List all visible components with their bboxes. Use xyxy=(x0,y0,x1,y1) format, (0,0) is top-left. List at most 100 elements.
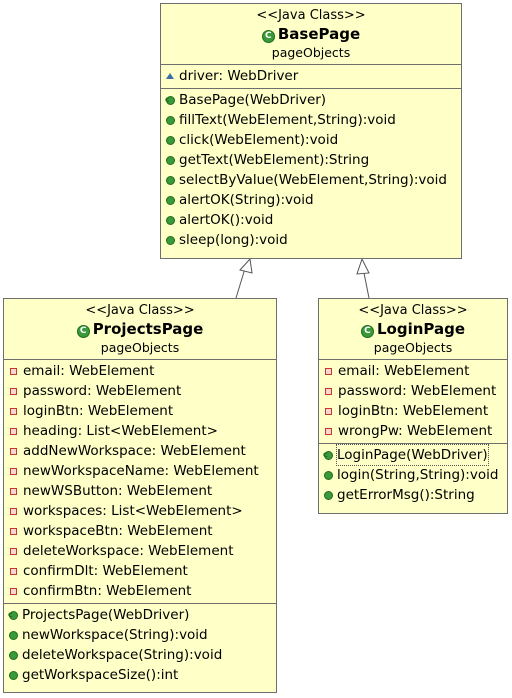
field-row[interactable]: loginBtn: WebElement xyxy=(319,401,507,421)
private-field-icon xyxy=(10,407,17,415)
public-method-icon xyxy=(9,630,18,640)
method-row[interactable]: getText(WebElement):String xyxy=(161,150,461,170)
method-row[interactable]: deleteWorkspace(String):void xyxy=(4,645,276,665)
method-row[interactable]: fillText(WebElement,String):void xyxy=(161,110,461,130)
private-field-icon xyxy=(10,387,17,395)
field-row[interactable]: workspaces: List<WebElement> xyxy=(4,501,276,521)
class-name-text: ProjectsPage xyxy=(92,320,204,338)
package-field-icon xyxy=(166,73,174,79)
method-text: deleteWorkspace(String):void xyxy=(22,647,223,663)
constructor-row[interactable]: LoginPage(WebDriver) xyxy=(319,444,507,466)
java-class-icon: C xyxy=(76,325,90,338)
field-text: confirmDlt: WebElement xyxy=(23,563,188,579)
field-row[interactable]: deleteWorkspace: WebElement xyxy=(4,541,276,561)
package-label: pageObjects xyxy=(100,340,180,355)
field-row[interactable]: newWorkspaceName: WebElement xyxy=(4,461,276,481)
method-row[interactable]: click(WebElement):void xyxy=(161,130,461,150)
method-row[interactable]: login(String,String):void xyxy=(319,465,507,485)
public-method-icon xyxy=(9,650,18,660)
constructor-icon xyxy=(8,605,18,625)
constructor-row[interactable]: ProjectsPage(WebDriver) xyxy=(4,605,276,625)
field-row[interactable]: password: WebElement xyxy=(319,381,507,401)
package-label: pageObjects xyxy=(373,340,453,355)
field-row[interactable]: email: WebElement xyxy=(4,361,276,381)
field-text: addNewWorkspace: WebElement xyxy=(23,443,246,459)
field-text: wrongPw: WebElement xyxy=(338,423,493,439)
public-method-icon xyxy=(9,670,18,680)
field-text: heading: List<WebElement> xyxy=(23,423,218,439)
field-text: newWorkspaceName: WebElement xyxy=(23,463,259,479)
fields-section: email: WebElement password: WebElement log… xyxy=(4,360,276,603)
field-row[interactable]: addNewWorkspace: WebElement xyxy=(4,441,276,461)
field-row[interactable]: workspaceBtn: WebElement xyxy=(4,521,276,541)
methods-section: BasePage(WebDriver) fillText(WebElement,S… xyxy=(161,88,461,252)
method-row[interactable]: getErrorMsg():String xyxy=(319,485,507,505)
stereotype-label: <<Java Class>> xyxy=(358,303,468,318)
public-method-icon xyxy=(166,155,175,165)
methods-section: ProjectsPage(WebDriver) newWorkspace(Stri… xyxy=(4,603,276,687)
field-text: email: WebElement xyxy=(338,363,470,379)
constructor-row[interactable]: BasePage(WebDriver) xyxy=(161,90,461,110)
method-row[interactable]: getWorkspaceSize():int xyxy=(4,665,276,685)
method-text: fillText(WebElement,String):void xyxy=(179,112,396,128)
field-text: driver: WebDriver xyxy=(179,68,299,84)
projects-extends-arrowhead xyxy=(239,257,253,274)
public-method-icon xyxy=(166,215,175,225)
field-row[interactable]: confirmDlt: WebElement xyxy=(4,561,276,581)
public-method-icon xyxy=(166,175,175,185)
method-row[interactable]: alertOK():void xyxy=(161,210,461,230)
field-row[interactable]: loginBtn: WebElement xyxy=(4,401,276,421)
fields-section: email: WebElement password: WebElement log… xyxy=(319,360,507,443)
private-field-icon xyxy=(10,547,17,555)
fields-section: driver: WebDriver xyxy=(161,65,461,88)
stereotype-label: <<Java Class>> xyxy=(256,8,366,23)
field-row[interactable]: wrongPw: WebElement xyxy=(319,421,507,441)
method-text: getErrorMsg():String xyxy=(337,487,475,503)
method-text: login(String,String):void xyxy=(337,467,499,483)
public-method-icon xyxy=(324,490,333,500)
method-row[interactable]: newWorkspace(String):void xyxy=(4,625,276,645)
field-text: email: WebElement xyxy=(23,363,155,379)
field-text: password: WebElement xyxy=(23,383,182,399)
field-text: newWSButton: WebElement xyxy=(23,483,213,499)
field-text: deleteWorkspace: WebElement xyxy=(23,543,234,559)
java-class-icon: C xyxy=(360,325,374,338)
public-method-icon xyxy=(166,195,175,205)
private-field-icon xyxy=(325,407,332,415)
private-field-icon xyxy=(10,527,17,535)
private-field-icon xyxy=(10,507,17,515)
constructor-icon xyxy=(165,90,175,110)
public-method-icon xyxy=(166,115,175,125)
package-label: pageObjects xyxy=(271,45,351,60)
private-field-icon xyxy=(10,467,17,475)
method-row[interactable]: alertOK(String):void xyxy=(161,190,461,210)
field-row[interactable]: newWSButton: WebElement xyxy=(4,481,276,501)
private-field-icon xyxy=(10,427,17,435)
method-text: alertOK():void xyxy=(179,212,274,228)
field-row[interactable]: driver: WebDriver xyxy=(161,66,461,86)
private-field-icon xyxy=(325,387,332,395)
method-text: newWorkspace(String):void xyxy=(22,627,208,643)
field-text: workspaces: List<WebElement> xyxy=(23,503,243,519)
public-method-icon xyxy=(324,470,333,480)
field-row[interactable]: password: WebElement xyxy=(4,381,276,401)
method-text: selectByValue(WebElement,String):void xyxy=(179,172,447,188)
field-text: loginBtn: WebElement xyxy=(23,403,174,419)
method-text: LoginPage(WebDriver) xyxy=(336,444,489,466)
constructor-icon xyxy=(323,445,333,465)
field-row[interactable]: confirmBtn: WebElement xyxy=(4,581,276,601)
field-text: workspaceBtn: WebElement xyxy=(23,523,213,539)
field-text: confirmBtn: WebElement xyxy=(23,583,192,599)
method-row[interactable]: selectByValue(WebElement,String):void xyxy=(161,170,461,190)
java-class-icon: C xyxy=(261,30,275,43)
field-row[interactable]: email: WebElement xyxy=(319,361,507,381)
method-text: getWorkspaceSize():int xyxy=(22,667,179,683)
field-row[interactable]: heading: List<WebElement> xyxy=(4,421,276,441)
method-row[interactable]: sleep(long):void xyxy=(161,230,461,250)
field-text: password: WebElement xyxy=(338,383,497,399)
